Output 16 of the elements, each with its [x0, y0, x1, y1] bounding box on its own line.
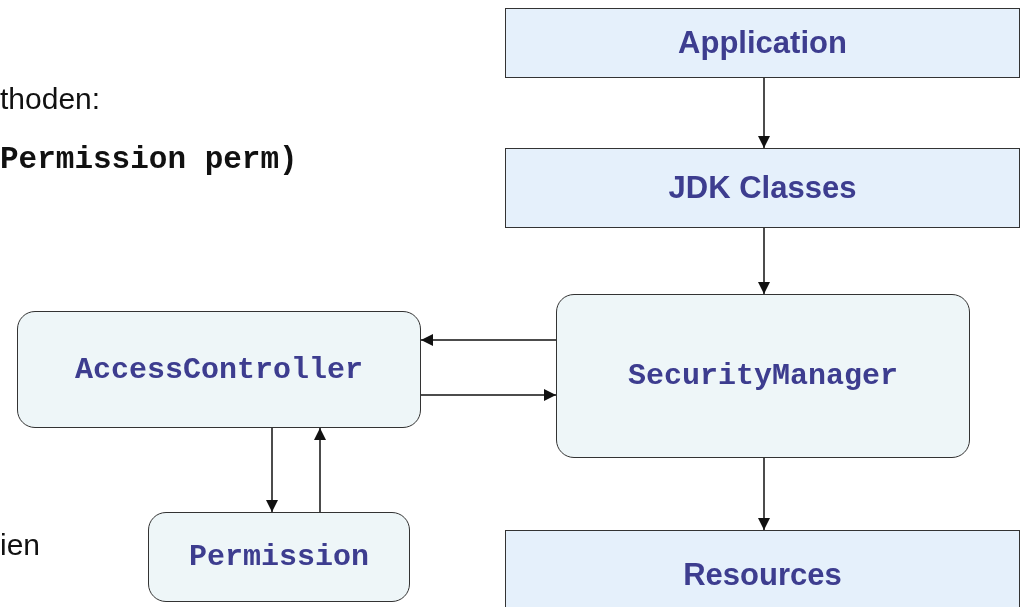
arrow — [420, 389, 557, 401]
arrow — [314, 427, 326, 513]
arrow — [758, 457, 770, 531]
arrow — [420, 334, 557, 346]
arrow — [758, 77, 770, 149]
arrow — [266, 427, 278, 513]
layer-box: Application — [505, 8, 1020, 78]
class-box: Permission — [148, 512, 410, 602]
class-box: SecurityManager — [556, 294, 970, 458]
slide-text: ien — [0, 528, 41, 562]
code-text: Permission perm) — [0, 142, 298, 177]
arrow — [758, 227, 770, 295]
layer-box: Resources — [505, 530, 1020, 607]
layer-box: JDK Classes — [505, 148, 1020, 228]
slide-text: thoden: — [0, 82, 101, 116]
class-box: AccessController — [17, 311, 421, 428]
